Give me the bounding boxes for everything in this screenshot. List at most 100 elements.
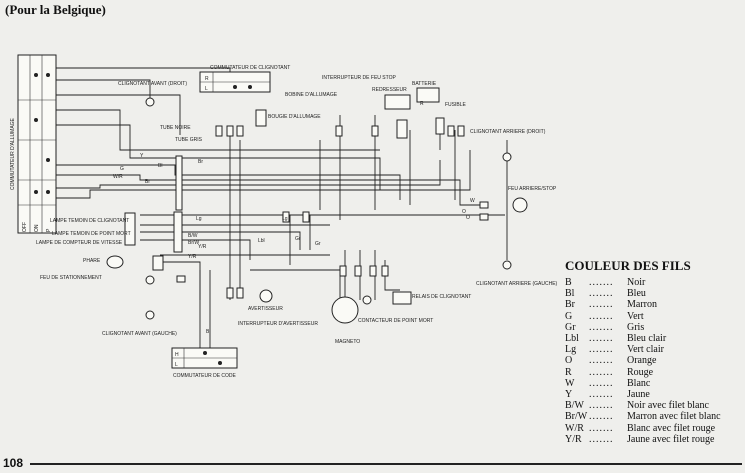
page-number: 108 [3, 456, 24, 470]
wire-tag: Br [145, 179, 150, 185]
legend-code: W/R [565, 422, 584, 434]
legend-row: Bl.......Bleu [565, 288, 745, 299]
legend-name: Orange [627, 355, 657, 367]
dimmer-pos-l: L [175, 362, 178, 368]
footer-rule [30, 463, 742, 465]
legend-row: W.......Blanc [565, 378, 745, 389]
turn-pos-l: L [205, 86, 208, 92]
legend-name: Jaune [627, 389, 650, 401]
rear-right: CLIGNOTANT ARRIERE (DROIT) FEU ARRIERE/S… [470, 129, 558, 287]
rear-signal-right-label: CLIGNOTANT ARRIERE (DROIT) [470, 129, 546, 135]
legend-row: Y/R.......Jaune avec filet rouge [565, 434, 745, 445]
wire-tag: B [206, 329, 210, 335]
legend-name: Vert [627, 310, 644, 322]
legend-row: W/R....... Blanc avec filet rouge [565, 423, 745, 434]
parking-light-label: FEU DE STATIONNEMENT [40, 275, 102, 281]
wire-tag: O [466, 215, 470, 221]
legend-dots: ....... [589, 344, 614, 356]
dimmer-switch: H L COMMUTATEUR DE CODE [171, 347, 238, 379]
flasher-relay-label: RELAIS DE CLIGNOTANT [412, 294, 471, 300]
legend-dots: ....... [589, 288, 614, 300]
dimmer-switch-label: COMMUTATEUR DE CODE [173, 373, 237, 379]
dimmer-pos-h: H [175, 352, 179, 358]
legend-row: B.......Noir [565, 277, 745, 288]
legend-code: R [565, 366, 572, 378]
indicator-signal-label: LAMPE TEMOIN DE CLIGNOTANT [50, 218, 129, 224]
legend-name: Jaune avec filet rouge [627, 433, 715, 445]
spark-plug-label: BOUGIE D'ALLUMAGE [268, 114, 321, 120]
legend-code: Br/W [565, 411, 588, 423]
legend-row: R.......Rouge [565, 367, 745, 378]
speedometer-light-label: LAMPE DE COMPTEUR DE VITESSE [36, 240, 123, 246]
page-header: (Pour la Belgique) [5, 2, 106, 17]
front-signal-left: CLIGNOTANT AVANT (GAUCHE) [102, 310, 177, 337]
legend-row: Br/W.......Marron avec filet blanc [565, 411, 745, 422]
legend-row: Lg.......Vert clair [565, 344, 745, 355]
legend-dots: ....... [589, 299, 614, 311]
wire-tag: G [120, 166, 124, 172]
tubes: TUBE NOIRE TUBE GRIS [160, 125, 203, 253]
switch-pos-on: ON [34, 224, 40, 232]
wire-tag: Gr [315, 241, 321, 247]
wire-tag: Br [198, 159, 203, 165]
legend-name: Blanc avec filet rouge [627, 422, 716, 434]
legend-code: Gr [565, 321, 576, 333]
legend-row: Lbl.......Bleu clair [565, 333, 745, 344]
legend-dots: ....... [589, 400, 614, 412]
legend-dots: ....... [589, 433, 614, 445]
wire-tag: Br/W [188, 240, 199, 246]
fuse-label: FUSIBLE [445, 102, 467, 108]
turn-switch-label: COMMUTATEUR DE CLIGNOTANT [210, 65, 290, 71]
legend-code: Br [565, 299, 575, 311]
magneto-label: MAGNETO [335, 339, 360, 345]
legend-title: COULEUR DES FILS [565, 258, 691, 273]
legend-dots: ....... [589, 333, 614, 345]
legend-row: O.......Orange [565, 355, 745, 366]
tail-light-label: FEU ARRIERE/STOP [508, 186, 557, 192]
wire-tag: Y [140, 153, 144, 159]
legend-name: Gris [627, 321, 645, 333]
legend-code: W [565, 377, 575, 389]
wire-tag: W [470, 198, 475, 204]
harness-wires [56, 67, 508, 350]
battery-label: BATTERIE [412, 81, 437, 87]
wire-tag: Bl [158, 163, 162, 169]
legend-name: Blanc [627, 377, 651, 389]
legend-code: Y [565, 389, 573, 401]
legend-dots: ....... [589, 310, 614, 322]
front-signal-right: CLIGNOTANT AVANT (DROIT) [118, 81, 187, 107]
wire-tag: Gr [295, 236, 301, 242]
wire-tag: R [420, 101, 424, 107]
front-signal-left-label: CLIGNOTANT AVANT (GAUCHE) [102, 331, 177, 337]
legend-dots: ....... [589, 321, 614, 333]
legend-dots: ....... [589, 422, 614, 434]
legend-code: B [565, 277, 572, 288]
wire-tag: Y/R [198, 244, 207, 250]
headlight-label: PHARE [83, 258, 101, 264]
legend-dots: ....... [589, 411, 614, 423]
legend-name: Marron [627, 299, 657, 311]
legend-row: Br....... Marron [565, 299, 745, 310]
legend-row: Gr....... Gris [565, 322, 745, 333]
front-signal-right-label: CLIGNOTANT AVANT (DROIT) [118, 81, 187, 87]
legend-name: Bleu [627, 288, 646, 300]
ignition-coil-label: BOBINE D'ALLUMAGE [285, 92, 338, 98]
legend-dots: ....... [589, 366, 614, 378]
legend-name: Bleu clair [627, 333, 667, 345]
turn-signal-switch: R L COMMUTATEUR DE CLIGNOTANT [199, 65, 290, 93]
legend-row: G.......Vert [565, 311, 745, 322]
legend-name: Noir [627, 277, 646, 288]
legend-dots: ....... [589, 389, 614, 401]
headlight: PHARE FEU DE STATIONNEMENT [40, 255, 155, 285]
neutral-switch-label: CONTACTEUR DE POINT MORT [358, 318, 433, 324]
turn-pos-r: R [205, 76, 209, 82]
switch-pos-off: OFF [22, 222, 28, 232]
indicator-neutral-label: LAMPE TEMOIN DE POINT MORT [52, 231, 131, 237]
wire-tag: Lg [196, 216, 202, 222]
legend-row: B/W.......Noir avec filet blanc [565, 400, 745, 411]
rectifier-label: REDRESSEUR [372, 87, 407, 93]
